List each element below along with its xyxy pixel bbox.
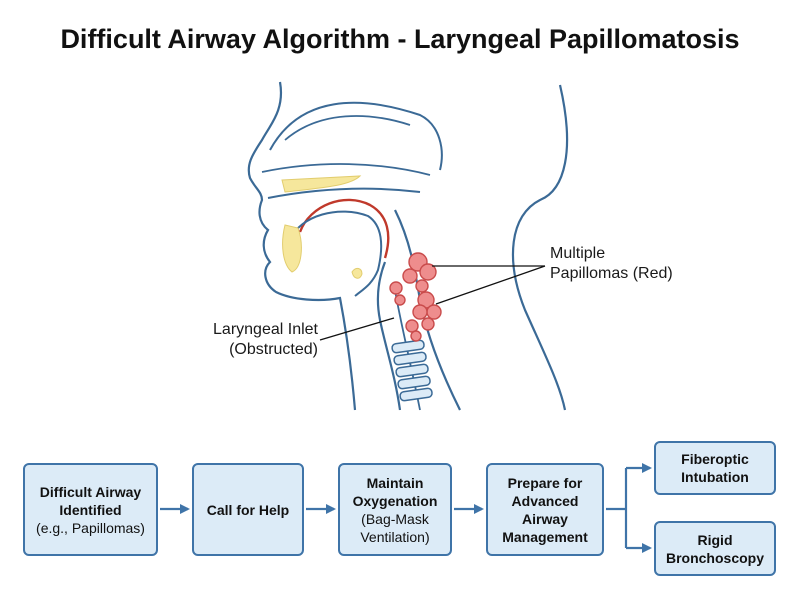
diagram-title: Difficult Airway Algorithm - Laryngeal P… <box>60 24 740 54</box>
palate-fat <box>281 175 362 193</box>
papilloma-leader-bottom <box>435 265 546 305</box>
hard-palate-line <box>267 187 421 199</box>
pharynx-front-wall <box>376 261 402 411</box>
airway-anatomy-illustration <box>247 81 569 411</box>
skull-inner-line <box>284 115 411 141</box>
oral-mucosa <box>298 198 390 259</box>
step-call-for-help: Call for Help <box>192 463 304 556</box>
chin-fat <box>282 224 302 273</box>
papillomas-label: Multiple Papillomas (Red) <box>550 245 673 282</box>
neck-back-outline <box>511 84 569 411</box>
tracheal-rings <box>391 339 433 402</box>
skull-base-line <box>269 101 443 171</box>
step-maintain-oxygenation: Maintain Oxygenation (Bag-Mask Ventilati… <box>338 463 452 556</box>
option-rigid-bronchoscopy: Rigid Bronchoscopy <box>654 521 776 576</box>
inlet-leader <box>319 317 395 341</box>
option-fiberoptic-intubation: Fiberoptic Intubation <box>654 441 776 495</box>
laryngeal-inlet-label: Laryngeal Inlet (Obstructed) <box>213 321 318 358</box>
tongue-outline <box>289 210 383 297</box>
step-prepare-advanced-airway: Prepare for Advanced Airway Management <box>486 463 604 556</box>
papilloma-cluster <box>389 252 442 342</box>
step-difficult-airway-identified: Difficult Airway Identified (e.g., Papil… <box>23 463 158 556</box>
hyoid-bone <box>351 267 363 279</box>
face-profile-outline <box>247 81 357 411</box>
nasal-cavity-line <box>261 163 431 176</box>
